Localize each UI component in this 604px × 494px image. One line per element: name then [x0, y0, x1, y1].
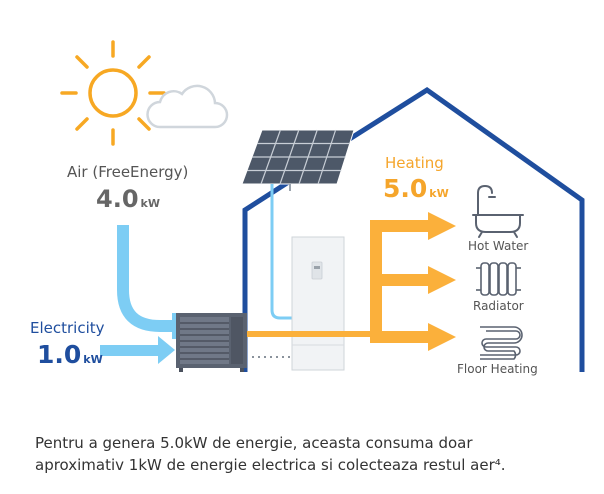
electricity-label: Electricity — [30, 319, 105, 337]
heating-flow — [247, 212, 456, 351]
caption: Pentru a genera 5.0kW de energie, aceast… — [35, 432, 595, 476]
storage-tank-icon — [291, 236, 345, 371]
caption-line-2: aproximativ 1kW de energie electrica si … — [35, 456, 506, 474]
air-value-unit: kW — [140, 197, 160, 210]
solar-panel-icon — [241, 129, 355, 191]
sun-icon — [60, 40, 166, 146]
heating-value-unit: kW — [429, 187, 449, 200]
air-flow-arrow — [117, 225, 174, 332]
electricity-flow-arrowhead — [158, 336, 175, 364]
bathtub-icon — [472, 184, 524, 238]
electricity-value-number: 1.0 — [37, 340, 82, 369]
floor-heating-label: Floor Heating — [457, 362, 538, 376]
radiator-label: Radiator — [473, 299, 524, 313]
heating-value-number: 5.0 — [383, 174, 428, 203]
air-value-number: 4.0 — [96, 185, 139, 213]
electricity-value-unit: kW — [83, 353, 103, 366]
electricity-flow-arrow — [100, 345, 160, 356]
solar-cable — [270, 184, 296, 320]
floor-heating-icon — [480, 326, 523, 360]
hot-water-label: Hot Water — [468, 239, 529, 253]
radiator-icon — [476, 262, 521, 296]
caption-line-1: Pentru a genera 5.0kW de energie, aceast… — [35, 434, 473, 452]
air-label: Air (FreeEnergy) — [67, 163, 189, 181]
heat-pump-icon — [176, 313, 247, 372]
heating-label: Heating — [385, 154, 444, 172]
cloud-icon — [146, 84, 229, 129]
